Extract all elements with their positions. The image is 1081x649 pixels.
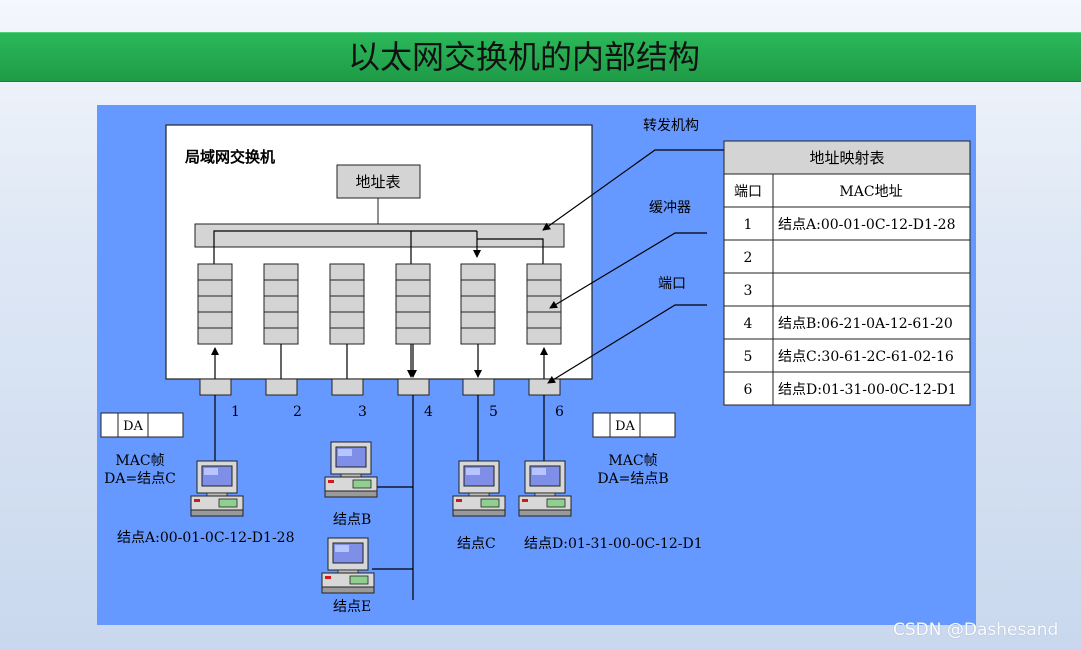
port-4 <box>397 378 430 396</box>
table-cell-port: 6 <box>744 382 753 398</box>
table-cell-port: 5 <box>744 349 753 365</box>
computer-d-icon <box>518 460 572 517</box>
address-table-label: 地址表 <box>355 173 400 191</box>
node-e-label: 结点E <box>333 599 371 615</box>
port-number-2: 2 <box>293 404 302 420</box>
page-title: 以太网交换机的内部结构 <box>347 38 700 76</box>
address-table-box <box>336 164 421 199</box>
table-header-mac: MAC地址 <box>839 184 902 200</box>
forwarding-label: 转发机构 <box>643 118 699 134</box>
port-6 <box>528 378 561 396</box>
table-cell-mac: 结点B:06-21-0A-12-61-20 <box>778 316 953 332</box>
frame-left-dest: DA=结点C <box>104 471 176 487</box>
computer-a-icon <box>190 460 244 517</box>
computer-e-icon <box>321 537 375 594</box>
port-2 <box>265 378 298 396</box>
table-header-port: 端口 <box>734 184 762 200</box>
frame-right-da-label: DA <box>615 419 635 434</box>
table-cell-mac: 结点A:00-01-0C-12-D1-28 <box>778 217 956 233</box>
title-bar: 以太网交换机的内部结构 <box>0 32 1081 82</box>
frame-left-title: MAC帧 <box>115 453 164 469</box>
switch-label: 局域网交换机 <box>184 148 275 166</box>
table-title: 地址映射表 <box>809 149 884 167</box>
address-mapping-table: 地址映射表 端口 MAC地址 1 结点A:00-01-0C-12-D1-28 2… <box>723 140 971 406</box>
table-cell-port: 4 <box>744 316 753 332</box>
frame-left-head <box>100 412 119 438</box>
node-a-label: 结点A:00-01-0C-12-D1-28 <box>117 530 295 546</box>
frame-left-da-label: DA <box>123 419 143 434</box>
frame-right-title: MAC帧 <box>608 453 657 469</box>
frame-left-da <box>117 412 149 438</box>
buffer-4 <box>395 263 431 345</box>
computer-b-icon <box>324 441 378 498</box>
frame-right-head <box>592 412 611 438</box>
buffer-3 <box>329 263 365 345</box>
buffer-1 <box>197 263 233 345</box>
frame-right-da <box>609 412 641 438</box>
port-label: 端口 <box>658 276 686 292</box>
forwarding-bar <box>194 223 565 248</box>
port-5 <box>462 378 495 396</box>
port-number-6: 6 <box>555 404 564 420</box>
diagram-svg: 局域网交换机 地址表 1 2 3 <box>100 118 971 615</box>
frame-right-dest: DA=结点B <box>597 471 668 487</box>
port-number-4: 4 <box>424 404 433 420</box>
computer-c-icon <box>452 460 506 517</box>
port-3 <box>331 378 364 396</box>
buffer-label: 缓冲器 <box>649 200 691 216</box>
switch-diagram: 局域网交换机 地址表 1 2 3 <box>97 105 976 625</box>
table-cell-port: 1 <box>744 217 753 233</box>
table-cell-mac: 结点C:30-61-2C-61-02-16 <box>778 349 954 365</box>
watermark: CSDN @Dashesand <box>893 620 1059 640</box>
buffer-2 <box>263 263 299 345</box>
table-cell-mac: 结点D:01-31-00-0C-12-D1 <box>778 382 957 398</box>
table-cell-port: 3 <box>744 283 753 299</box>
node-b-label: 结点B <box>333 512 371 528</box>
table-cell-port: 2 <box>744 250 753 266</box>
port-1 <box>199 378 232 396</box>
frame-left-tail <box>147 412 184 438</box>
frame-right-tail <box>639 412 676 438</box>
buffer-5 <box>460 263 496 345</box>
port-number-5: 5 <box>489 404 498 420</box>
port-number-3: 3 <box>358 404 367 420</box>
port-number-1: 1 <box>231 404 240 420</box>
node-d-label: 结点D:01-31-00-0C-12-D1 <box>524 536 703 552</box>
node-c-label: 结点C <box>457 536 496 552</box>
